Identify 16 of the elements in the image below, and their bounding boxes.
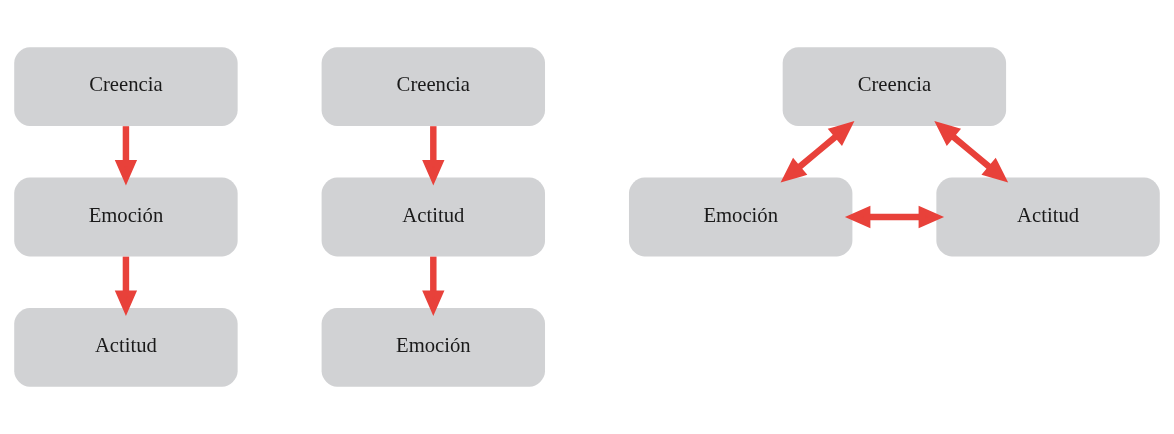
arrow (422, 126, 445, 186)
node-box: Actitud (936, 177, 1160, 257)
arrow (934, 121, 1009, 183)
arrow (114, 126, 138, 186)
node-box: Emoción (14, 177, 238, 257)
arrow (844, 205, 945, 229)
arrow (422, 256, 445, 316)
arrow (780, 121, 855, 183)
node-box: Emoción (321, 308, 546, 387)
node-box: Creencia (321, 47, 546, 126)
node-box: Creencia (782, 47, 1007, 126)
node-box: Creencia (14, 47, 238, 126)
arrow (114, 256, 138, 316)
node-box: Emoción (628, 177, 853, 257)
node-box: Actitud (321, 177, 546, 257)
node-box: Actitud (14, 308, 238, 387)
